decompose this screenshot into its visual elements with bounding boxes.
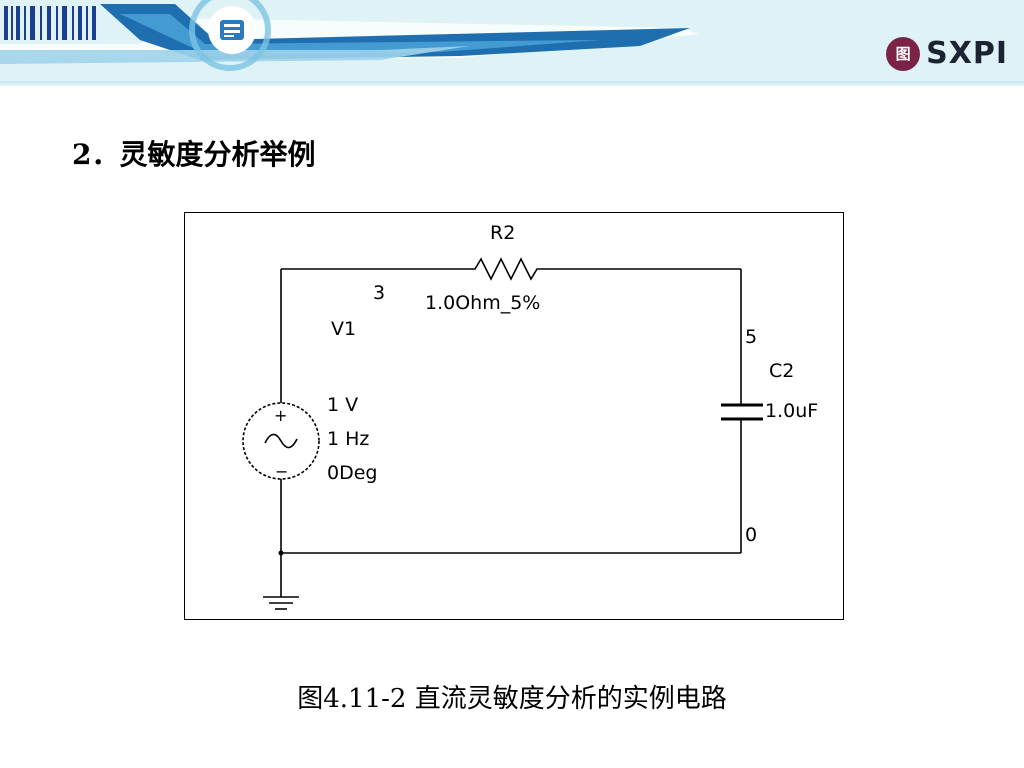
resistor-r2-symbol xyxy=(455,257,559,281)
sine-wave-icon xyxy=(264,433,298,449)
circuit-board-icon xyxy=(220,20,244,40)
slide-header-banner: 图 SXPI xyxy=(0,0,1024,86)
sxpi-logo: 图 SXPI xyxy=(886,36,1008,71)
ground-icon xyxy=(263,596,299,610)
source-phase-label: 0Deg xyxy=(327,462,377,484)
node-0-label: 0 xyxy=(745,524,757,546)
resistor-name-label: R2 xyxy=(490,222,515,244)
section-heading: 2．灵敏度分析举例 xyxy=(72,138,316,171)
node-5-label: 5 xyxy=(745,326,757,348)
brand-name: SXPI xyxy=(926,36,1008,71)
source-frequency-label: 1 Hz xyxy=(327,428,369,450)
source-name-label: V1 xyxy=(331,318,356,340)
junction-dot xyxy=(278,550,284,556)
barcode-graphic xyxy=(4,6,96,40)
capacitor-value-label: 1.0uF xyxy=(765,400,818,422)
header-decoration xyxy=(0,0,1024,83)
source-minus-sign: − xyxy=(275,462,288,481)
capacitor-name-label: C2 xyxy=(769,360,794,382)
sxpi-emblem-icon: 图 xyxy=(886,36,921,71)
ac-voltage-source-symbol xyxy=(242,402,320,480)
node-3-label: 3 xyxy=(373,282,385,304)
source-amplitude-label: 1 V xyxy=(327,394,358,416)
resistor-value-label: 1.0Ohm_5% xyxy=(425,292,540,314)
circuit-diagram: R2 1.0Ohm_5% 3 V1 + − 1 V 1 Hz 0Deg 5 C2… xyxy=(184,212,844,620)
source-plus-sign: + xyxy=(274,406,287,425)
figure-caption: 图4.11-2 直流灵敏度分析的实例电路 xyxy=(297,684,727,714)
